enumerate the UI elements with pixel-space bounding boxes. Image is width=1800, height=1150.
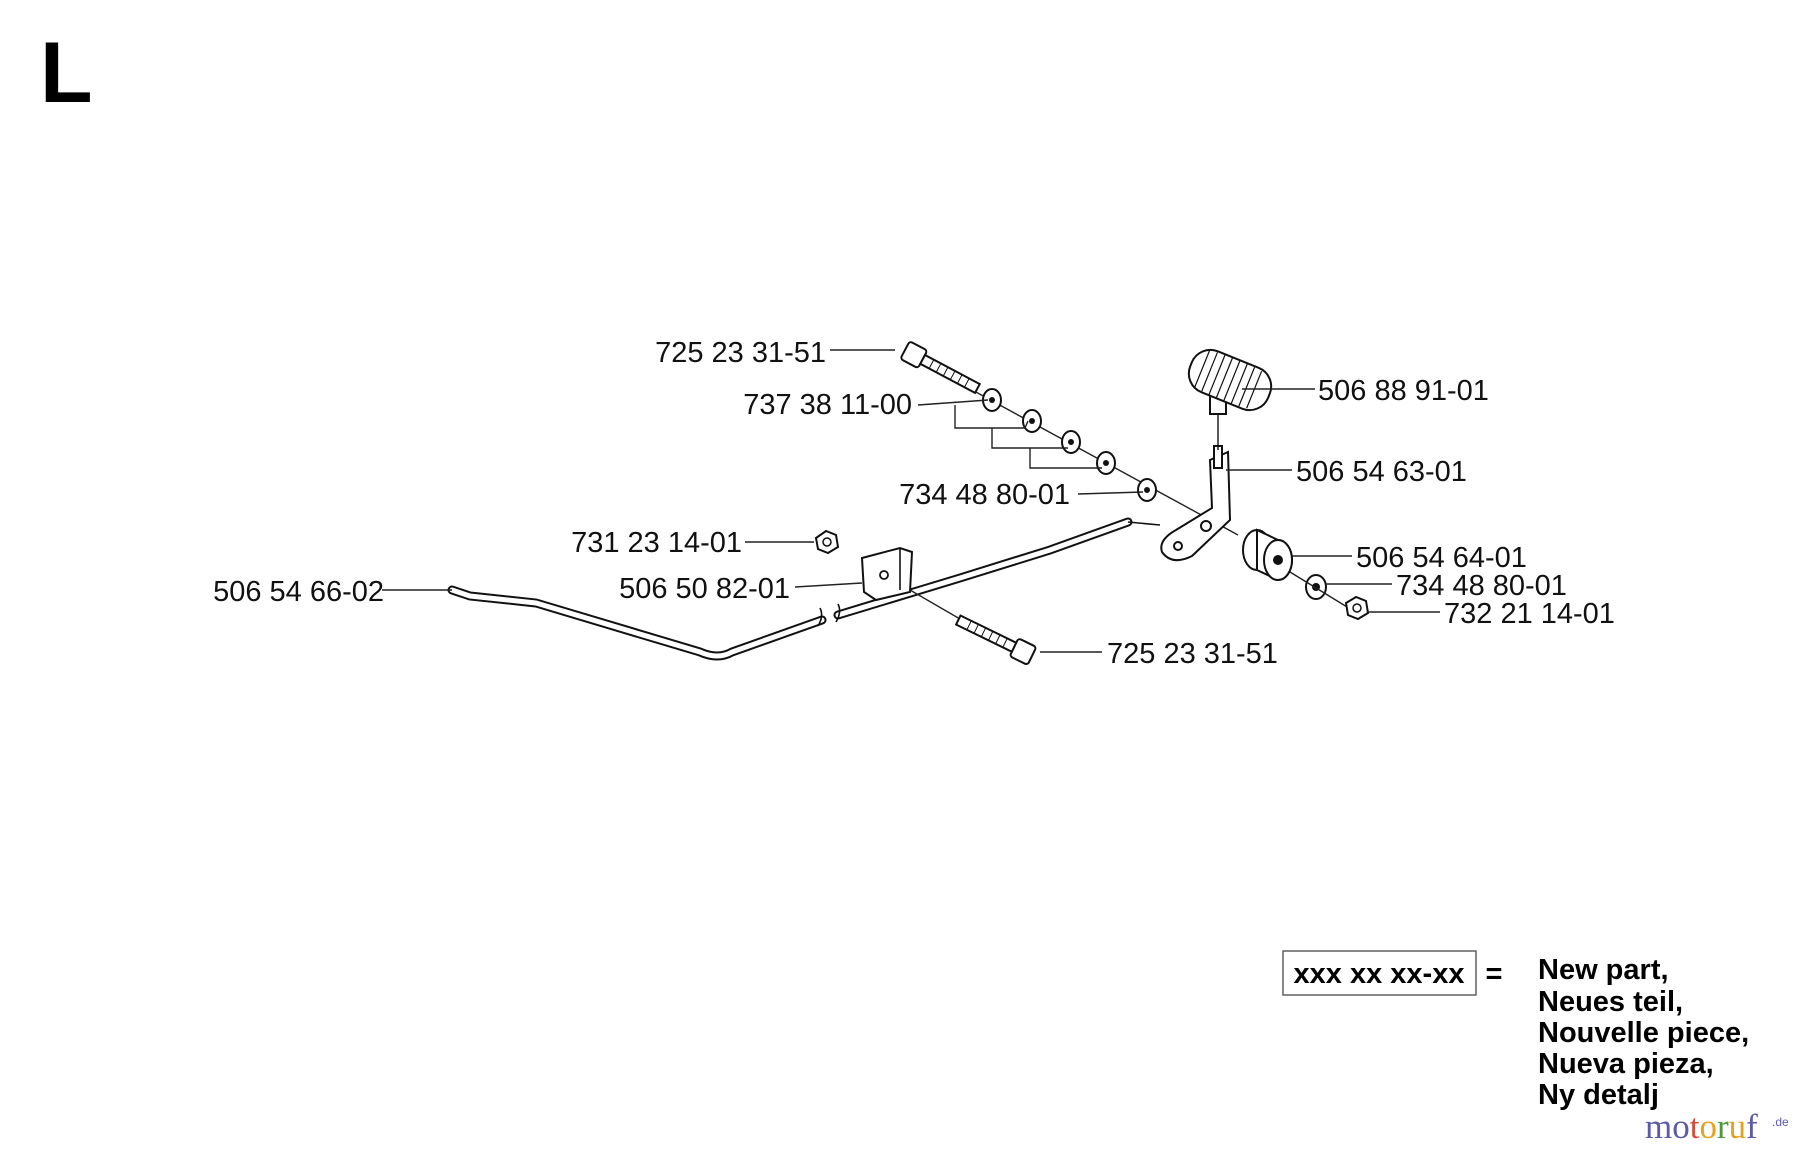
lower-right-axis xyxy=(1289,571,1353,611)
legend-line-es: Nueva pieza, xyxy=(1538,1048,1714,1080)
wm-letter-3: o xyxy=(1699,1107,1717,1146)
legend-line-en: New part, xyxy=(1538,954,1669,986)
part-label-washer-upper: 734 48 80-01 xyxy=(899,479,1070,511)
wm-letter-6: f xyxy=(1746,1107,1758,1146)
part-label-nut-right: 732 21 14-01 xyxy=(1444,598,1615,630)
legend: xxx xx xx-xx = New part, Neues teil, Nou… xyxy=(1282,950,1749,1111)
washer-5 xyxy=(1137,478,1157,502)
part-label-clamp: 506 50 82-01 xyxy=(619,573,790,605)
watermark-logo: motoruf .de xyxy=(1645,1107,1789,1146)
watermark-text: motoruf xyxy=(1645,1107,1758,1146)
legend-equals: = xyxy=(1486,958,1503,990)
legend-code-box xyxy=(1282,950,1477,996)
wm-letter-4: r xyxy=(1717,1107,1729,1146)
part-label-lower-bolt: 725 23 31-51 xyxy=(1107,638,1278,670)
leader-lines xyxy=(382,349,1440,653)
part-label-nut-left: 731 23 14-01 xyxy=(571,527,742,559)
lever-bushing xyxy=(1242,528,1293,582)
lower-bolt xyxy=(954,614,1037,665)
washer-6 xyxy=(1305,574,1327,600)
part-label-upper-bolt: 725 23 31-51 xyxy=(655,337,826,369)
section-letter: L xyxy=(40,25,93,121)
lever-knob xyxy=(1187,348,1273,450)
watermark-suffix: .de xyxy=(1772,1115,1789,1129)
upper-bolt xyxy=(900,341,982,395)
throttle-lever xyxy=(1160,445,1232,562)
legend-code: xxx xx xx-xx xyxy=(1294,958,1465,990)
part-label-washers: 737 38 11-00 xyxy=(743,389,912,421)
part-label-washer-lower: 734 48 80-01 xyxy=(1396,570,1567,602)
legend-line-de: Neues teil, xyxy=(1538,986,1683,1018)
throttle-cable xyxy=(447,517,1161,661)
part-label-cable: 506 54 66-02 xyxy=(213,576,384,608)
washer-4 xyxy=(1096,451,1116,475)
wm-letter-0: m xyxy=(1645,1107,1672,1146)
washer-3 xyxy=(1061,430,1081,454)
part-label-knob: 506 88 91-01 xyxy=(1318,375,1489,407)
legend-line-sv: Ny detalj xyxy=(1538,1079,1659,1111)
nut-left xyxy=(814,529,840,555)
legend-line-fr: Nouvelle piece, xyxy=(1538,1017,1749,1049)
nut-right xyxy=(1344,595,1370,621)
wm-letter-1: o xyxy=(1672,1107,1690,1146)
wm-letter-2: t xyxy=(1690,1107,1700,1146)
cable-clamp xyxy=(860,546,914,602)
washer-2 xyxy=(1022,409,1042,433)
part-label-lever: 506 54 63-01 xyxy=(1296,456,1467,488)
wm-letter-5: u xyxy=(1729,1107,1747,1146)
part-label-bushing: 506 54 64-01 xyxy=(1356,542,1527,574)
